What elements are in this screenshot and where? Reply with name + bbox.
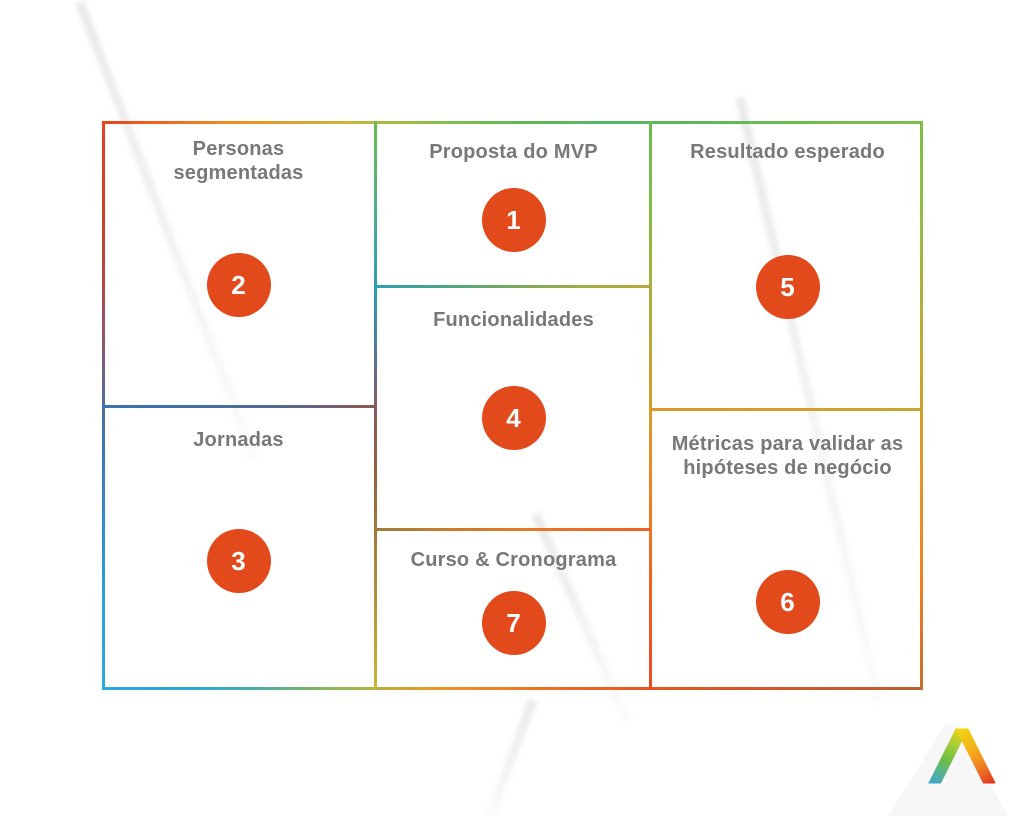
step-number-badge: 1 [481,188,546,252]
divider-left-column-rows [102,405,375,408]
step-number-badge: 6 [755,570,820,634]
cell-curso-cronograma: Curso & Cronograma 7 [377,531,650,690]
divider-right-column-rows [650,408,923,411]
canvas-border-top [102,121,923,124]
cell-title: Métricas para validar as hipóteses de ne… [671,433,904,479]
cell-title: Personas segmentadas [173,138,304,184]
divider-middle-column-row2 [375,528,650,531]
step-number-badge: 3 [206,529,271,593]
cell-title: Curso & Cronograma [410,549,617,571]
cell-metricas-validar-hipoteses: Métricas para validar as hipóteses de ne… [652,411,923,690]
cell-title: Resultado esperado [690,141,885,163]
cell-resultado-esperado: Resultado esperado 5 [652,121,923,408]
step-number-badge: 5 [755,255,820,319]
background-diagonal-streak [484,698,537,816]
mvp-canvas-grid: Personas segmentadas 2 Jornadas 3 Propos… [102,121,923,690]
cell-title: Proposta do MVP [429,141,598,163]
canvas-border-right [920,121,923,690]
canvas-border-bottom [102,687,923,690]
step-number-badge: 4 [481,386,546,450]
caret-gradient-logo-icon [928,728,996,784]
cell-jornadas: Jornadas 3 [102,408,375,690]
divider-middle-column-row1 [375,285,650,288]
step-number-badge: 7 [481,591,546,655]
divider-left-middle-columns [374,121,377,690]
cell-personas-segmentadas: Personas segmentadas 2 [102,121,375,405]
cell-proposta-do-mvp: Proposta do MVP 1 [377,121,650,285]
divider-middle-right-columns [649,121,652,690]
cell-title: Funcionalidades [433,309,594,331]
step-number-badge: 2 [206,253,271,317]
cell-funcionalidades: Funcionalidades 4 [377,288,650,528]
cell-title: Jornadas [193,429,284,451]
